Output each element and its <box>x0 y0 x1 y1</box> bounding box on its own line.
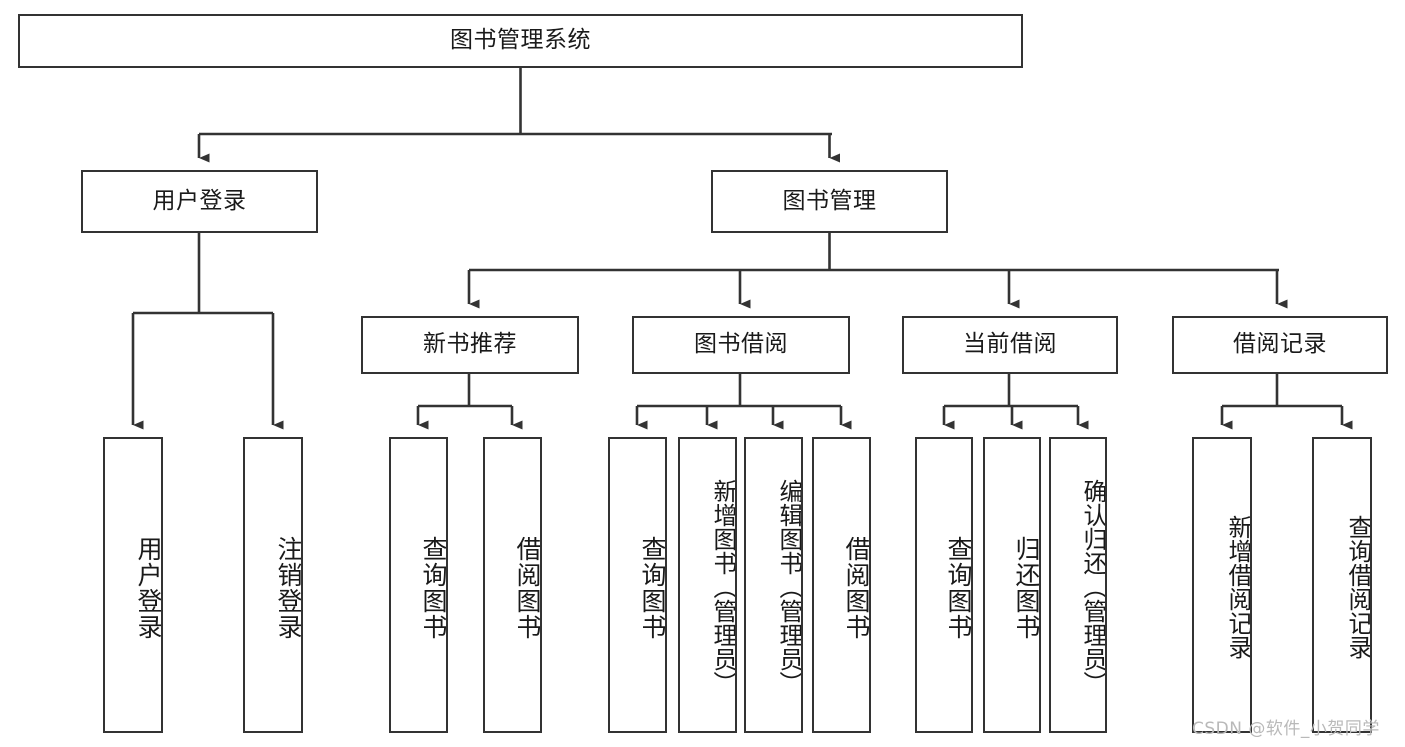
node-current-borrowing[interactable]: 当前借阅 <box>902 316 1118 374</box>
node-user-login[interactable]: 用户登录 <box>81 170 318 233</box>
leaf-query-borrowing-record[interactable]: 查询借阅记录 <box>1312 437 1372 733</box>
edge-l3d-to-leaves <box>1220 374 1353 430</box>
edge-l3c-to-leaves <box>942 374 1089 430</box>
node-new-book-recommendation[interactable]: 新书推荐 <box>361 316 579 374</box>
csdn-watermark: CSDN @软件_小贺同学 <box>1192 719 1380 739</box>
edge-l3a-to-leaves <box>416 374 523 430</box>
leaf-add-borrowing-record[interactable]: 新增借阅记录 <box>1192 437 1252 733</box>
node-borrowing-records[interactable]: 借阅记录 <box>1172 316 1388 374</box>
leaf-borrow-books-recommendation[interactable]: 借阅图书 <box>483 437 542 733</box>
edge-root-to-level2 <box>197 68 840 163</box>
leaf-borrow-books-borrowing[interactable]: 借阅图书 <box>812 437 871 733</box>
leaf-add-book-admin[interactable]: 新增图书（管理员） <box>678 437 737 733</box>
edge-l3b-to-leaves <box>635 374 852 430</box>
node-root-library-management-system[interactable]: 图书管理系统 <box>18 14 1023 68</box>
leaf-confirm-return-admin[interactable]: 确认归还（管理员） <box>1049 437 1107 733</box>
leaf-query-books-borrowing[interactable]: 查询图书 <box>608 437 667 733</box>
node-book-borrowing[interactable]: 图书借阅 <box>632 316 850 374</box>
edge-l2a-to-leaves <box>131 233 284 430</box>
edge-l2b-to-level3 <box>467 233 1288 309</box>
node-book-management[interactable]: 图书管理 <box>711 170 948 233</box>
leaf-edit-book-admin[interactable]: 编辑图书（管理员） <box>744 437 803 733</box>
leaf-user-login[interactable]: 用户登录 <box>103 437 163 733</box>
leaf-query-books-current[interactable]: 查询图书 <box>915 437 973 733</box>
leaf-logout[interactable]: 注销登录 <box>243 437 303 733</box>
leaf-return-books[interactable]: 归还图书 <box>983 437 1041 733</box>
leaf-query-books-recommendation[interactable]: 查询图书 <box>389 437 448 733</box>
